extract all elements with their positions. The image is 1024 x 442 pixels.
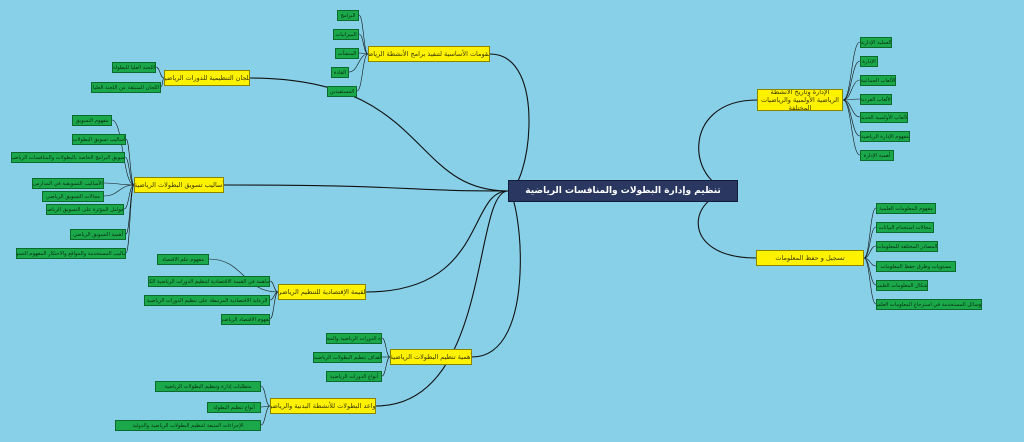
- leaf-marketing-importance[interactable]: أهمية التسويق الرياضي: [70, 229, 126, 240]
- topic-basic-requirements[interactable]: المقومات الأساسية لتنفيذ برامج الأنشطة ا…: [368, 46, 490, 62]
- leaf-organization-goals[interactable]: أهداف تنظيم البطولات الرياضية: [313, 352, 382, 363]
- topic-information-recording[interactable]: تسجيل و حفظ المعلومات: [756, 250, 864, 266]
- leaf-sports-economics[interactable]: مفهوم الاقتصاد الرياضي: [221, 314, 270, 325]
- leaf-information-forms[interactable]: أشكال المعلومات العلمية: [876, 280, 928, 291]
- topic-economic-value[interactable]: القيمة الإقتصادية للتنظيم الرياضي: [278, 284, 366, 300]
- leaf-modern-olympics[interactable]: الألعاب الأولمبية الحديثة: [860, 112, 908, 123]
- topic-marketing-methods[interactable]: أساليب تسويق البطولات الرياضية: [134, 177, 224, 193]
- leaf-economic-contribution[interactable]: المساهمة في القيمة الاقتصادية لتنظيم الد…: [148, 276, 270, 287]
- leaf-budgets[interactable]: الميزانيات: [333, 29, 359, 40]
- branch-line: [471, 190, 521, 358]
- leaf-line: [863, 207, 877, 259]
- leaf-line: [842, 98, 861, 101]
- leaf-line: [260, 385, 271, 407]
- leaf-line: [863, 257, 877, 267]
- leaf-tournament-types[interactable]: أنواع الدورات الرياضية: [326, 371, 382, 382]
- leaf-line: [269, 291, 279, 320]
- topic-administration-history[interactable]: الإدارة وتاريخ الأنشطة الرياضية الأولمبي…: [757, 89, 843, 111]
- leaf-management-requirements[interactable]: متطلبات إدارة وتنظيم البطولات الرياضية: [155, 381, 261, 392]
- leaf-line: [260, 405, 271, 426]
- leaf-organization-types[interactable]: أنواع تنظيم البطولة: [207, 402, 261, 413]
- leaf-sports-admin-concept[interactable]: مفهوم الإدارة الرياضية: [860, 131, 910, 142]
- leaf-line: [358, 14, 369, 55]
- topic-importance[interactable]: أهمية تنظيم البطولات الرياضية: [390, 349, 472, 365]
- leaf-storage-levels[interactable]: مستويات وطرق حفظ المعلومات: [876, 261, 956, 272]
- leaf-supreme-committee[interactable]: اللجنة العليا للبطولة: [112, 62, 156, 73]
- leaf-school-marketing[interactable]: الأساليب التسويقية في المدارس: [32, 178, 104, 189]
- leaf-administrative-process[interactable]: العملية الإدارية: [860, 37, 892, 48]
- leaf-line: [208, 258, 279, 293]
- leaf-marketing-methods[interactable]: أساليب تسويق البطولات: [72, 134, 126, 145]
- leaf-line: [356, 53, 369, 92]
- leaf-line: [842, 79, 861, 101]
- branch-line: [223, 184, 509, 192]
- leaf-line: [863, 257, 877, 305]
- leaf-line: [842, 99, 861, 118]
- leaf-line: [269, 280, 279, 293]
- leaf-marketing-concept[interactable]: مفهوم التسويق: [72, 115, 112, 126]
- leaf-line: [842, 99, 861, 156]
- leaf-leaders[interactable]: القادة: [331, 67, 349, 78]
- branch-line: [489, 53, 530, 192]
- leaf-line: [160, 77, 165, 88]
- leaf-line: [381, 337, 391, 358]
- leaf-beneficiaries[interactable]: المستفيدين: [327, 86, 357, 97]
- leaf-line: [125, 138, 135, 186]
- leaf-marketing-fields[interactable]: مجالات التسويق الرياضي: [42, 191, 104, 202]
- topic-tournament-rules[interactable]: قواعد البطولات للأنشطة البدنية والرياضية: [270, 398, 376, 414]
- leaf-line: [863, 245, 877, 259]
- leaf-line: [358, 33, 369, 55]
- central-topic[interactable]: تنظيم وإدارة البطولات والمنافسات الرياضي…: [508, 180, 738, 202]
- leaf-line: [842, 99, 861, 137]
- branch-line: [365, 190, 509, 293]
- leaf-retrieval-methods[interactable]: الوسائل المستخدمة في استرجاع المعلومات ا…: [876, 299, 982, 310]
- leaf-programs[interactable]: البرامج: [337, 10, 359, 21]
- leaf-line: [863, 226, 877, 259]
- leaf-procedures[interactable]: الإجراءات المتبعة لتنظيم البطولات الرياض…: [115, 420, 261, 431]
- leaf-facilities[interactable]: المنشآت: [335, 48, 359, 59]
- leaf-line: [842, 60, 861, 101]
- topic-organizing-committees[interactable]: اللجان التنظيمية للدورات الرياضية: [164, 70, 250, 86]
- leaf-marketing-factors[interactable]: العوامل المؤثرة على التسويق الرياضي: [46, 204, 124, 215]
- branch-line: [375, 190, 509, 407]
- leaf-line: [124, 156, 135, 186]
- leaf-admin-importance[interactable]: أهمية الإدارة: [860, 150, 894, 161]
- leaf-line: [125, 184, 135, 254]
- leaf-scientific-information[interactable]: مفهوم المعلومات العلمية: [876, 203, 936, 214]
- branch-line: [698, 99, 758, 192]
- leaf-economic-sponsorship[interactable]: الرعاية الاقتصادية المرتبطة على تنظيم ال…: [144, 295, 270, 306]
- leaf-individual-games[interactable]: الألعاب الفردية: [860, 94, 892, 105]
- leaf-line: [260, 405, 271, 408]
- leaf-line: [842, 41, 861, 101]
- leaf-program-marketing[interactable]: تسويق البرامج الخاصة بالبطولات والمنافسا…: [11, 152, 125, 163]
- branch-line: [249, 77, 509, 192]
- leaf-information-sources[interactable]: المصادر المختلفة للمعلومات: [876, 241, 938, 252]
- leaf-economics-concept[interactable]: مفهوم علم الاقتصاد: [157, 254, 209, 265]
- leaf-line: [381, 356, 391, 377]
- leaf-line: [348, 53, 369, 73]
- leaf-team-games[interactable]: الألعاب الجماعية: [860, 75, 896, 86]
- leaf-administration[interactable]: الإدارة: [860, 56, 878, 67]
- leaf-sub-committees[interactable]: اللجان المنبثقة عن اللجنة العليا: [91, 82, 161, 93]
- leaf-line: [155, 66, 165, 79]
- leaf-management-community[interactable]: إدارة الدورات الرياضية والمجتمع: [326, 333, 382, 344]
- leaf-marketing-techniques[interactable]: الأساليب المستخدمة والمواقع والاحتكار ال…: [16, 248, 126, 259]
- leaf-line: [103, 184, 135, 197]
- leaf-line: [269, 291, 279, 301]
- leaf-data-usage[interactable]: مجالات استخدام البيانات: [876, 222, 934, 233]
- leaf-line: [103, 182, 135, 186]
- leaf-line: [123, 184, 135, 210]
